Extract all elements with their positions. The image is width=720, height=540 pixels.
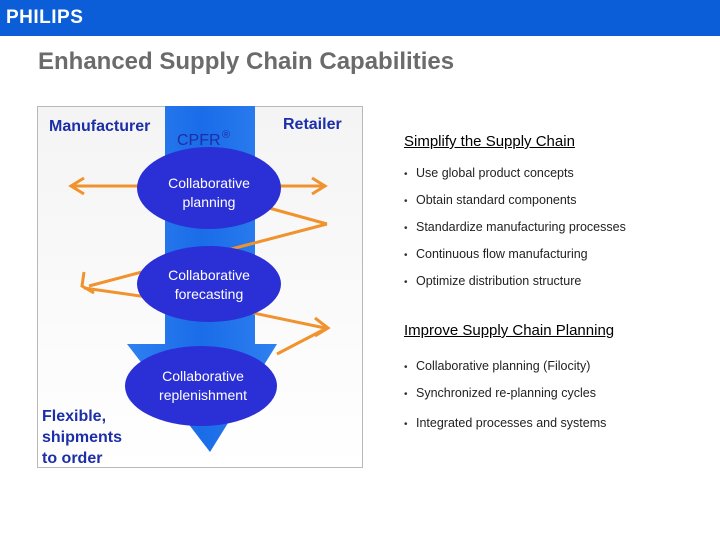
planning-label-line2: planning <box>183 194 236 210</box>
retailer-label: Retailer <box>283 116 342 133</box>
list-item: •Obtain standard components <box>404 193 577 207</box>
cpfr-registered-mark: ® <box>222 129 230 141</box>
bullet-icon: • <box>404 419 408 430</box>
cpfr-label: CPFR <box>177 132 221 149</box>
list-item: •Collaborative planning (Filocity) <box>404 359 591 373</box>
flexible-label-line3: to order <box>42 450 102 467</box>
planning-section: Improve Supply Chain Planning •Collabora… <box>404 322 615 430</box>
list-item: •Continuous flow manufacturing <box>404 247 588 261</box>
bullet-icon: • <box>404 362 408 373</box>
forecasting-ellipse <box>137 246 281 322</box>
cpfr-diagram-svg: Manufacturer Retailer CPFR ® Collaborati… <box>37 106 363 468</box>
philips-logo: PHILIPS <box>6 7 84 28</box>
planning-arrow-left-head <box>68 176 85 196</box>
slide-title: Enhanced Supply Chain Capabilities <box>38 48 455 75</box>
forecasting-label-line2: forecasting <box>175 286 243 302</box>
simplify-section: Simplify the Supply Chain •Use global pr… <box>404 133 626 288</box>
header-bar: PHILIPS <box>0 0 720 36</box>
flexible-label-line2: shipments <box>42 429 122 446</box>
planning-arrow-right-head <box>311 176 328 196</box>
bullet-icon: • <box>404 169 408 180</box>
replenishment-label-line1: Collaborative <box>162 368 244 384</box>
cpfr-diagram: Manufacturer Retailer CPFR ® Collaborati… <box>37 106 363 468</box>
bullet-icon: • <box>404 196 408 207</box>
bullet-icon: • <box>404 277 408 288</box>
list-item: •Optimize distribution structure <box>404 274 582 288</box>
bullet-icon: • <box>404 389 408 400</box>
list-item: •Synchronized re-planning cycles <box>404 386 596 400</box>
forecasting-label-line1: Collaborative <box>168 267 250 283</box>
retailer-feedback-line-1 <box>268 206 328 226</box>
planning-label-line1: Collaborative <box>168 175 250 191</box>
section-heading: Improve Supply Chain Planning <box>404 322 615 339</box>
replenishment-feedback-line <box>276 328 324 356</box>
manufacturer-feedback-head <box>80 271 95 295</box>
manufacturer-label: Manufacturer <box>49 118 150 135</box>
planning-ellipse <box>137 147 281 229</box>
section-heading: Simplify the Supply Chain <box>404 133 575 150</box>
replenishment-label-line2: replenishment <box>159 387 247 403</box>
list-item: •Use global product concepts <box>404 166 574 180</box>
bullet-icon: • <box>404 250 408 261</box>
replenishment-ellipse <box>125 346 277 426</box>
list-item: •Integrated processes and systems <box>404 416 607 430</box>
bullet-icon: • <box>404 223 408 234</box>
flexible-label-line1: Flexible, <box>42 408 106 425</box>
list-item: •Standardize manufacturing processes <box>404 220 626 234</box>
